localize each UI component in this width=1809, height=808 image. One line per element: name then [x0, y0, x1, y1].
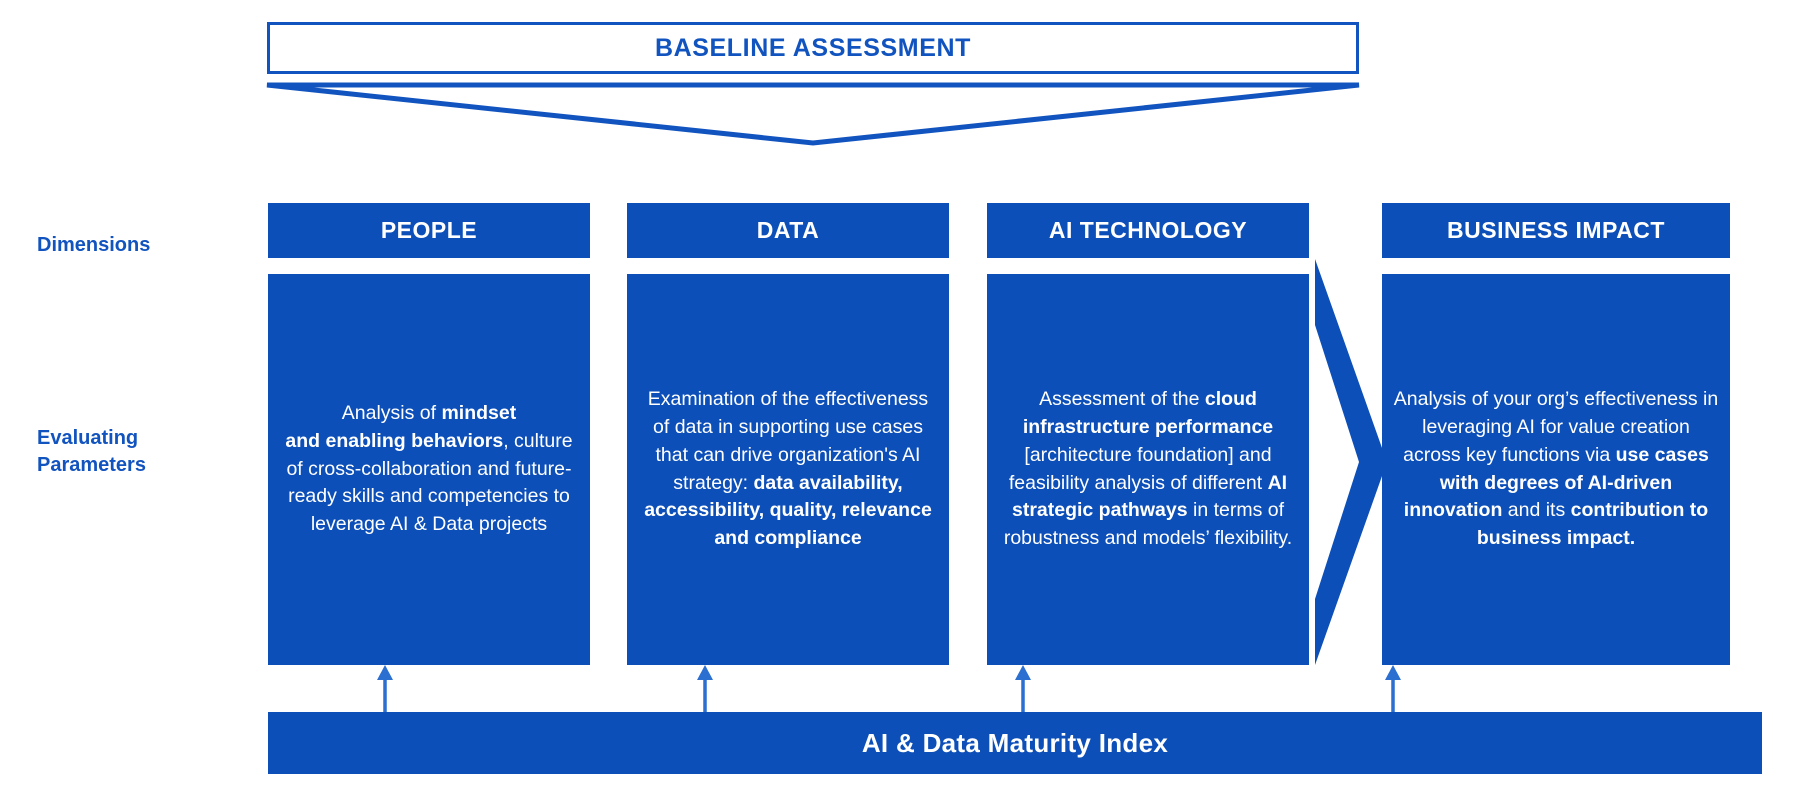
axis-label-evaluating-parameters-line2: Parameters: [37, 454, 146, 476]
column-header-label: DATA: [756, 217, 820, 243]
column-body-text: Analysis of your org’s effectiveness in …: [1393, 388, 1719, 549]
column-header-label: PEOPLE: [380, 217, 478, 243]
column-data[interactable]: DATA Examination of the effectiveness of…: [627, 203, 949, 665]
column-header-people[interactable]: PEOPLE: [268, 203, 590, 258]
axis-label-evaluating-parameters-line1: Evaluating: [37, 427, 139, 449]
chevron-right-arrow-icon: [1315, 259, 1387, 665]
column-header-business-impact[interactable]: BUSINESS IMPACT: [1382, 203, 1730, 258]
column-body-business-impact: Analysis of your org’s effectiveness in …: [1382, 274, 1730, 665]
column-business-impact[interactable]: BUSINESS IMPACT Analysis of your org’s e…: [1382, 203, 1730, 665]
baseline-assessment-title: BASELINE ASSESSMENT: [654, 33, 972, 62]
column-header-data[interactable]: DATA: [627, 203, 949, 258]
column-ai-technology[interactable]: AI TECHNOLOGY Assessment of the cloud in…: [987, 203, 1309, 665]
column-body-data: Examination of the effectiveness of data…: [627, 274, 949, 665]
connector-arrow-up-business-impact: [1385, 665, 1401, 719]
column-header-label: AI TECHNOLOGY: [1048, 217, 1248, 243]
connector-arrow-up-people: [377, 665, 393, 719]
maturity-index-label: AI & Data Maturity Index: [861, 727, 1169, 758]
axis-label-evaluating-parameters: Evaluating Parameters: [37, 425, 146, 479]
column-header-label: BUSINESS IMPACT: [1447, 217, 1665, 243]
column-body-text: Assessment of the cloud infrastructure p…: [1003, 388, 1293, 549]
maturity-index-bar: AI & Data Maturity Index: [268, 712, 1762, 774]
connector-arrow-up-ai-technology: [1015, 665, 1031, 719]
column-body-text: Examination of the effectiveness of data…: [644, 388, 932, 549]
axis-label-dimensions: Dimensions: [37, 234, 151, 256]
column-body-ai-technology: Assessment of the cloud infrastructure p…: [987, 274, 1309, 665]
column-header-ai-technology[interactable]: AI TECHNOLOGY: [987, 203, 1309, 258]
connector-arrow-up-data: [697, 665, 713, 719]
funnel-triangle-icon: [266, 82, 1360, 146]
baseline-assessment-box: BASELINE ASSESSMENT: [267, 22, 1359, 74]
